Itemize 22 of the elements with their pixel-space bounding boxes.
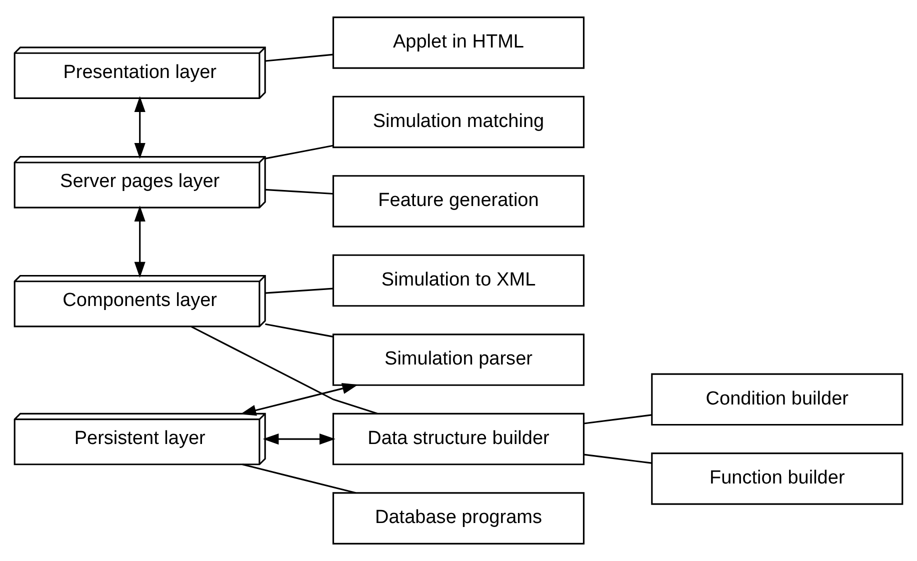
connector <box>265 188 334 195</box>
connector <box>265 144 334 160</box>
arrow <box>134 206 146 278</box>
connector <box>242 464 356 494</box>
node-box: Function builder <box>651 452 904 505</box>
node-box: Simulation to XML <box>332 254 585 307</box>
node-box: Simulation parser <box>332 334 585 386</box>
node-box: Feature generation <box>332 175 585 228</box>
connector <box>265 323 334 338</box>
arrow <box>240 383 358 416</box>
connector <box>190 326 378 414</box>
connector <box>584 414 652 424</box>
arrow <box>134 96 146 159</box>
node-box: Applet in HTML <box>332 16 585 69</box>
connector <box>584 454 652 464</box>
node-box: Database programs <box>332 492 585 544</box>
node-box: Data structure builder <box>332 412 585 466</box>
node-box: Condition builder <box>651 373 904 426</box>
connector <box>265 288 334 294</box>
node-box: Simulation matching <box>332 96 585 148</box>
connector <box>265 54 334 62</box>
arrow <box>262 433 336 445</box>
